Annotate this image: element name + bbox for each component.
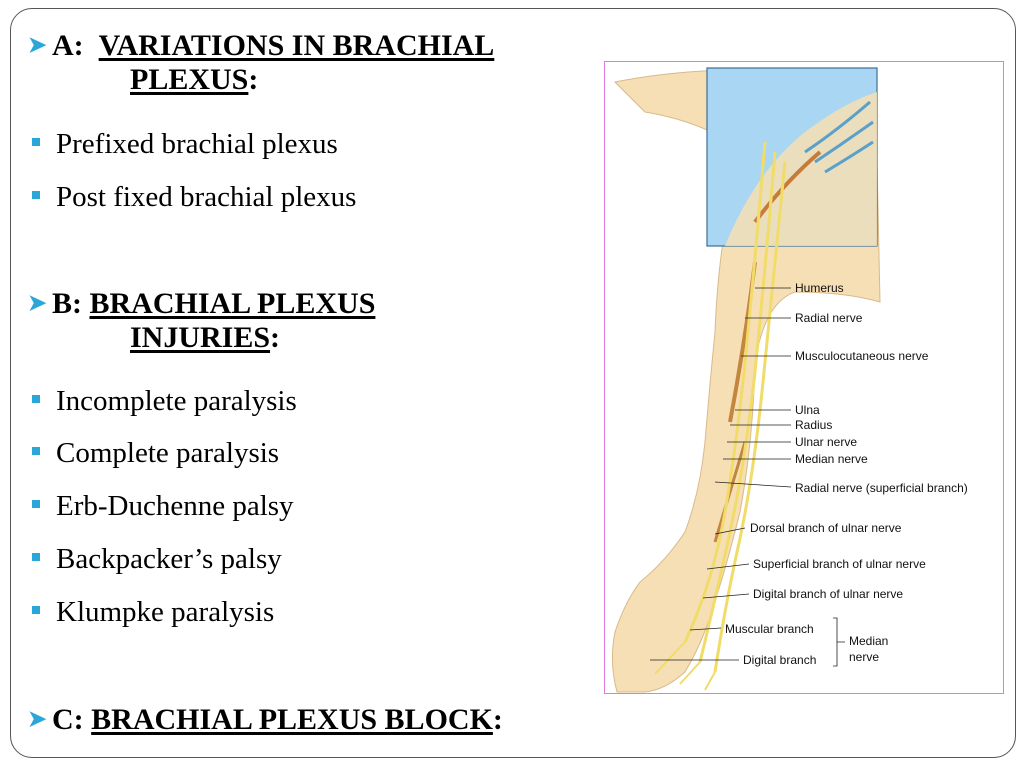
label-musculocutaneous-nerve: Musculocutaneous nerve — [795, 349, 929, 363]
section-c-title: BRACHIAL PLEXUS BLOCK — [91, 703, 493, 736]
arrow-bullet-icon: ➤ — [28, 32, 47, 57]
section-b-prefix: B: — [52, 287, 82, 320]
section-a-prefix: A: — [52, 29, 84, 62]
arm-nerve-figure: Humerus Radial nerve Musculocutaneous ne… — [604, 61, 1004, 694]
label-radius: Radius — [795, 418, 832, 432]
section-b-title-line2: INJURIES — [130, 321, 271, 354]
square-bullet-icon — [32, 606, 40, 614]
section-b-heading: ➤B: BRACHIAL PLEXUS INJURIES: — [28, 287, 376, 354]
square-bullet-icon — [32, 191, 40, 199]
list-item: Backpacker’s palsy — [32, 542, 282, 576]
nerve-paths — [683, 141, 767, 643]
label-digital-ulnar: Digital branch of ulnar nerve — [753, 587, 903, 601]
list-item: Prefixed brachial plexus — [32, 127, 338, 161]
arm-nerve-illustration: Humerus Radial nerve Musculocutaneous ne… — [611, 67, 968, 693]
label-median-nerve-group-1: Median — [849, 634, 888, 648]
label-dorsal-ulnar: Dorsal branch of ulnar nerve — [750, 521, 902, 535]
section-a-title-line1: VARIATIONS IN BRACHIAL — [98, 29, 495, 62]
square-bullet-icon — [32, 553, 40, 561]
section-a-heading: ➤A: VARIATIONS IN BRACHIAL PLEXUS: — [28, 29, 495, 96]
square-bullet-icon — [32, 138, 40, 146]
section-c-prefix: C: — [52, 703, 84, 736]
list-item: Erb-Duchenne palsy — [32, 489, 294, 523]
section-a-title-line2: PLEXUS — [130, 63, 249, 96]
label-ulna: Ulna — [795, 403, 820, 417]
label-humerus: Humerus — [795, 281, 844, 295]
list-item: Klumpke paralysis — [32, 595, 274, 629]
label-muscular-branch: Muscular branch — [725, 622, 814, 636]
section-b-title-line1: BRACHIAL PLEXUS — [89, 287, 376, 320]
slide-frame — [10, 8, 1016, 758]
label-digital-branch: Digital branch — [743, 653, 816, 667]
arrow-bullet-icon: ➤ — [28, 290, 47, 315]
square-bullet-icon — [32, 395, 40, 403]
arrow-bullet-icon: ➤ — [28, 706, 47, 731]
square-bullet-icon — [32, 500, 40, 508]
list-item: Post fixed brachial plexus — [32, 180, 356, 214]
label-median-nerve: Median nerve — [795, 452, 868, 466]
list-item: Complete paralysis — [32, 436, 279, 470]
label-radial-nerve: Radial nerve — [795, 311, 863, 325]
label-median-nerve-group-2: nerve — [849, 650, 879, 664]
section-c-heading: ➤C: BRACHIAL PLEXUS BLOCK: — [28, 703, 503, 736]
square-bullet-icon — [32, 447, 40, 455]
label-superficial-ulnar: Superficial branch of ulnar nerve — [753, 557, 926, 571]
label-ulnar-nerve: Ulnar nerve — [795, 435, 857, 449]
list-item: Incomplete paralysis — [32, 384, 297, 418]
label-radial-superficial: Radial nerve (superficial branch) — [795, 481, 968, 495]
